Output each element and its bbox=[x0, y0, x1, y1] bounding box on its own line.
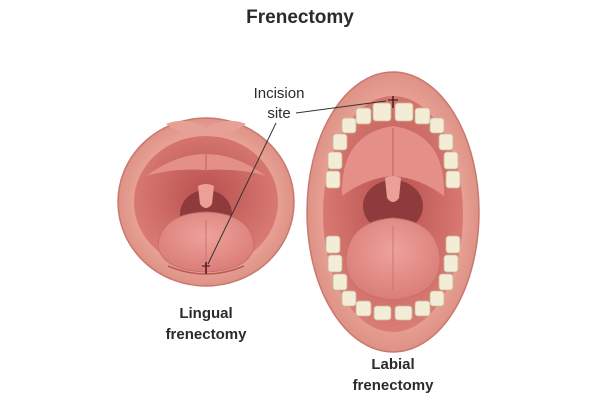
lingual-upper-lip-peak bbox=[166, 120, 246, 138]
labial-mouth bbox=[306, 71, 480, 353]
page-title: Frenectomy bbox=[246, 7, 354, 28]
labial-throat bbox=[363, 180, 423, 232]
incision-label-line1: Incision bbox=[253, 85, 305, 102]
callout-line-lingual bbox=[207, 122, 277, 265]
lingual-mouth bbox=[117, 117, 295, 287]
lingual-label-line2: frenectomy bbox=[165, 326, 247, 343]
incision-site-label: Incision site bbox=[244, 84, 314, 124]
callout-line-labial bbox=[295, 100, 387, 114]
labial-label-line2: frenectomy bbox=[352, 377, 434, 394]
incision-label-line2: site bbox=[267, 105, 291, 122]
labial-frenectomy-label: Labial frenectomy bbox=[333, 354, 453, 396]
labial-upper-teeth bbox=[325, 102, 461, 189]
labial-uvula bbox=[385, 176, 401, 202]
lingual-uvula bbox=[198, 184, 214, 208]
labial-lower-teeth bbox=[325, 235, 461, 321]
lingual-frenectomy-label: Lingual frenectomy bbox=[146, 303, 266, 345]
labial-label-line1: Labial bbox=[371, 356, 415, 373]
lingual-label-line1: Lingual bbox=[179, 305, 233, 322]
